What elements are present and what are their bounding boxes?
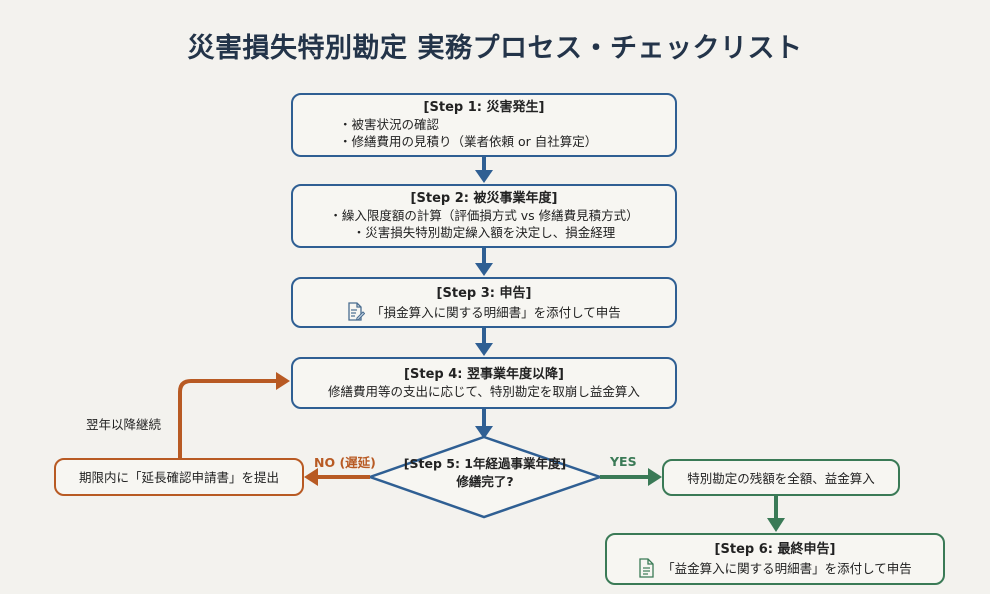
step-2-line-1: ・繰入限度額の計算（評価損方式 vs 修繕費見積方式） [329,208,639,223]
extension-request-text: 期限内に「延長確認申請書」を提出 [78,470,279,485]
step-5-decision: [Step 5: 1年経過事業年度] 修繕完了? [370,455,600,491]
step-4-heading: [Step 4: 翌事業年度以降] [404,367,564,382]
arrow-yes-to-step6 [767,496,785,532]
step-3-box: [Step 3: 申告] 「損金算入に関する明細書」を添付して申告 [291,277,677,328]
step-1-line-2: ・修繕費用の見積り（業者依頼 or 自社算定） [339,134,598,149]
step-1-box: [Step 1: 災害発生] ・被害状況の確認 ・修繕費用の見積り（業者依頼 o… [291,93,677,157]
diagram-title: 災害損失特別勘定 実務プロセス・チェックリスト [187,33,803,64]
loop-label: 翌年以降継続 [86,417,162,432]
step-6-heading: [Step 6: 最終申告] [714,542,836,557]
step-5-heading: [Step 5: 1年経過事業年度] [403,456,567,471]
arrow-step4-to-step5 [475,409,493,439]
step-5-question: 修繕完了? [456,474,514,489]
step-2-heading: [Step 2: 被災事業年度] [410,191,558,206]
arrow-no-branch [304,468,370,486]
arrow-step2-to-step3 [475,248,493,276]
decision-diamond [366,435,604,519]
no-branch-label: NO (遅延) [314,455,376,470]
step-4-box: [Step 4: 翌事業年度以降] 修繕費用等の支出に応じて、特別勘定を取崩し益… [291,357,677,409]
yes-branch-label: YES [610,454,637,469]
document-icon [638,558,656,578]
extension-request-box: 期限内に「延長確認申請書」を提出 [54,458,304,496]
yes-action-text: 特別勘定の残額を全額、益金算入 [687,471,875,486]
step-1-line-1: ・被害状況の確認 [339,117,440,132]
step-3-line-1: 「損金算入に関する明細書」を添付して申告 [371,304,621,320]
step-1-heading: [Step 1: 災害発生] [423,100,545,115]
arrow-loop-back [178,372,290,458]
document-pen-icon [347,302,366,322]
step-4-line-1: 修繕費用等の支出に応じて、特別勘定を取崩し益金算入 [328,384,640,399]
step-6-line-1: 「益金算入に関する明細書」を添付して申告 [662,560,912,576]
step-3-heading: [Step 3: 申告] [436,286,532,301]
arrow-yes-branch [600,468,662,486]
arrow-step3-to-step4 [475,328,493,356]
yes-action-box: 特別勘定の残額を全額、益金算入 [662,459,900,496]
step-6-box: [Step 6: 最終申告] 「益金算入に関する明細書」を添付して申告 [605,533,945,585]
arrow-step1-to-step2 [475,157,493,183]
step-2-line-2: ・災害損失特別勘定繰入額を決定し、損金経理 [352,225,616,240]
step-2-box: [Step 2: 被災事業年度] ・繰入限度額の計算（評価損方式 vs 修繕費見… [291,184,677,248]
